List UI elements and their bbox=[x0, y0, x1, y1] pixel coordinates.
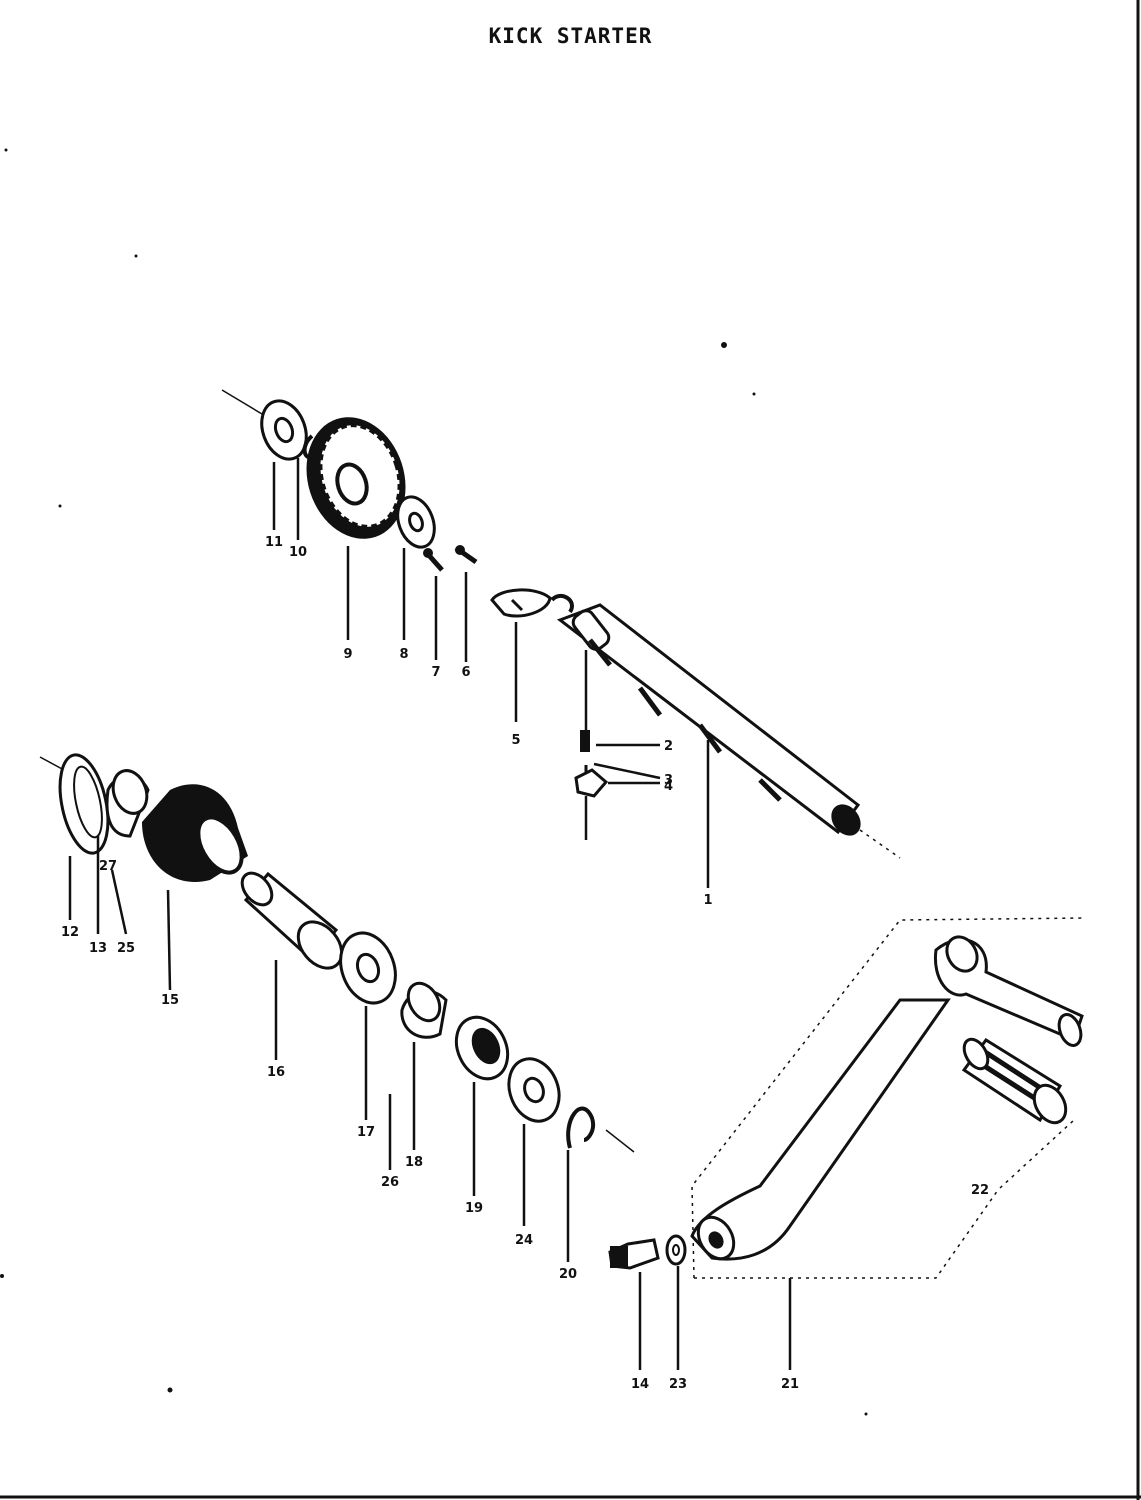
callout-7: 7 bbox=[431, 665, 440, 680]
callout-4: 4 bbox=[664, 779, 673, 794]
callout-10: 10 bbox=[289, 545, 307, 560]
callout-21: 21 bbox=[781, 1377, 799, 1392]
guide-5 bbox=[490, 588, 552, 618]
collar-18 bbox=[400, 981, 448, 1039]
washer-8 bbox=[396, 495, 436, 549]
callout-19: 19 bbox=[465, 1201, 483, 1216]
callout-26: 26 bbox=[381, 1175, 399, 1190]
lever-group-outline-right bbox=[999, 1119, 1075, 1189]
callout-25: 25 bbox=[117, 941, 135, 956]
callout-13: 13 bbox=[89, 941, 107, 956]
callout-14: 14 bbox=[631, 1377, 649, 1392]
leader-lines bbox=[68, 458, 792, 1370]
lever-group-outline-bottom bbox=[694, 1189, 999, 1279]
circlip-20 bbox=[566, 1106, 595, 1149]
kick-shaft-1 bbox=[550, 593, 861, 836]
callout-labels: 1 2 3 4 5 6 7 8 9 10 11 12 13 14 15 16 1… bbox=[61, 535, 989, 1392]
callout-20: 20 bbox=[559, 1267, 577, 1282]
callout-23: 23 bbox=[669, 1377, 687, 1392]
axis-line-upper bbox=[221, 389, 263, 415]
callout-15: 15 bbox=[161, 993, 179, 1008]
oil-seal-19 bbox=[454, 1015, 510, 1081]
return-spring-15 bbox=[142, 784, 248, 882]
washer-24 bbox=[507, 1057, 561, 1123]
axis-line-shaft bbox=[859, 829, 901, 859]
kick-lever-21 bbox=[690, 935, 1084, 1261]
spacer-16 bbox=[240, 871, 344, 970]
callout-9: 9 bbox=[343, 647, 352, 662]
washer-11 bbox=[260, 399, 308, 461]
callout-3: 3 bbox=[664, 773, 673, 788]
callout-5: 5 bbox=[511, 733, 520, 748]
callout-2: 2 bbox=[664, 739, 673, 754]
callout-18: 18 bbox=[405, 1155, 423, 1170]
kick-gear-9 bbox=[306, 417, 406, 539]
shim-12 bbox=[58, 753, 110, 855]
callout-24: 24 bbox=[515, 1233, 533, 1248]
kick-rubber-22 bbox=[961, 1037, 1068, 1125]
callout-8: 8 bbox=[399, 647, 408, 662]
callout-27: 27 bbox=[99, 859, 117, 874]
diagram-title: KICK STARTER bbox=[488, 24, 653, 48]
washer-17 bbox=[339, 931, 397, 1005]
stopper-4 bbox=[574, 768, 609, 798]
bushing-13 bbox=[105, 769, 150, 838]
washer-23 bbox=[665, 1234, 687, 1266]
scan-noise bbox=[0, 148, 868, 1416]
pin-2 bbox=[580, 730, 590, 752]
callout-22: 22 bbox=[971, 1183, 989, 1198]
callout-6: 6 bbox=[461, 665, 470, 680]
callout-16: 16 bbox=[267, 1065, 285, 1080]
axis-line-spring bbox=[605, 1129, 635, 1153]
pin-6 bbox=[454, 545, 478, 565]
lever-group-outline-top bbox=[691, 917, 1086, 1279]
pin-7 bbox=[423, 548, 444, 572]
callout-11: 11 bbox=[265, 535, 283, 550]
bolt-14 bbox=[608, 1238, 660, 1270]
axis-line-lower bbox=[39, 756, 65, 771]
callout-1: 1 bbox=[703, 893, 712, 908]
callout-12: 12 bbox=[61, 925, 79, 940]
callout-17: 17 bbox=[357, 1125, 375, 1140]
